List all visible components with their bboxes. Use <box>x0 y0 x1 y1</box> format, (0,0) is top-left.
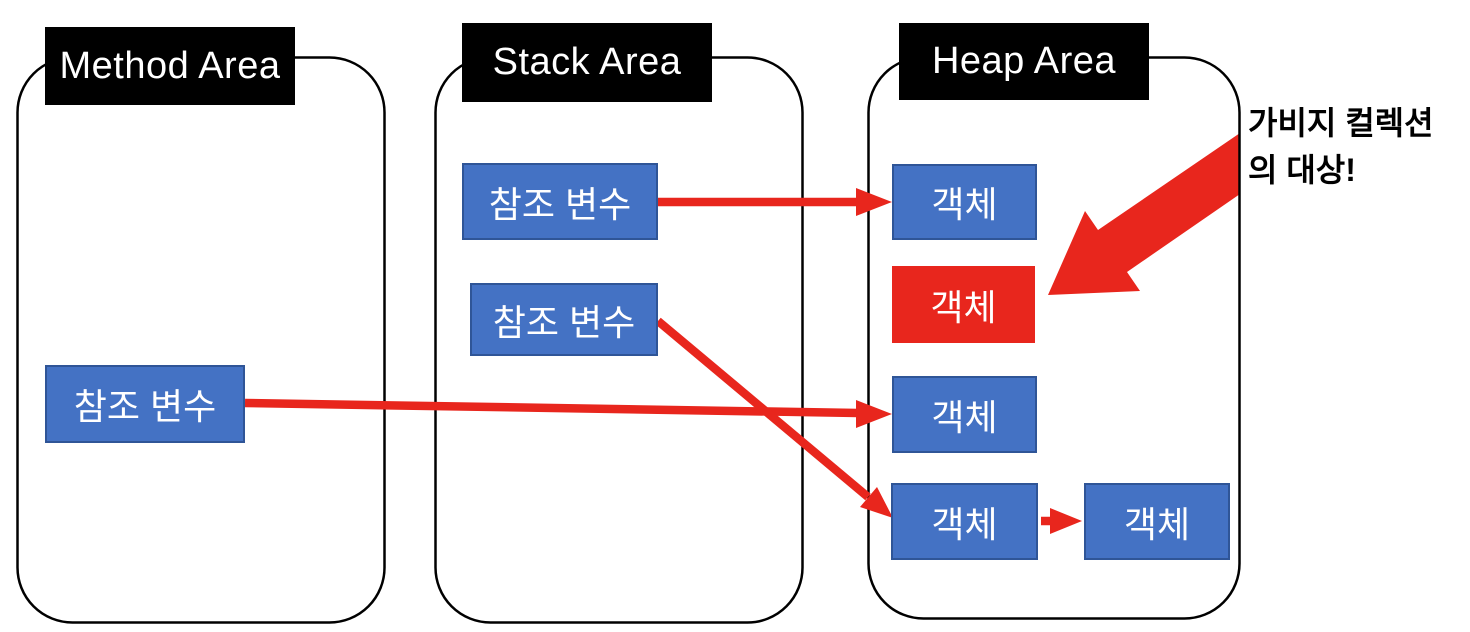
heap-object-box-5: 객체 <box>1084 483 1230 560</box>
stack-ref-var-box-2: 참조 변수 <box>470 283 658 356</box>
heap-area-title: Heap Area <box>899 23 1149 100</box>
heap-object-box-garbage: 객체 <box>892 266 1035 343</box>
garbage-collection-annotation: 가비지 컬렉션 의 대상! <box>1248 100 1470 194</box>
heap-object-box-4: 객체 <box>891 483 1038 560</box>
reference-arrow-obj4-to-obj5 <box>1041 508 1082 534</box>
method-area-title: Method Area <box>45 27 295 105</box>
reference-arrow-stack1-to-obj1 <box>658 188 892 216</box>
annotation-line-2: 의 대상! <box>1248 152 1356 188</box>
stack-area-title: Stack Area <box>462 23 712 102</box>
method-ref-var-box: 참조 변수 <box>45 365 245 443</box>
annotation-line-1: 가비지 컬렉션 <box>1248 105 1434 141</box>
stack-ref-var-box-1: 참조 변수 <box>462 163 658 240</box>
garbage-collection-arrow-icon <box>1048 133 1240 295</box>
heap-object-box-1: 객체 <box>892 164 1037 240</box>
heap-object-box-3: 객체 <box>892 376 1037 453</box>
method-area-container <box>16 56 386 624</box>
reference-arrow-method-to-obj3 <box>244 398 892 428</box>
reference-arrow-stack2-to-obj4 <box>655 317 893 518</box>
